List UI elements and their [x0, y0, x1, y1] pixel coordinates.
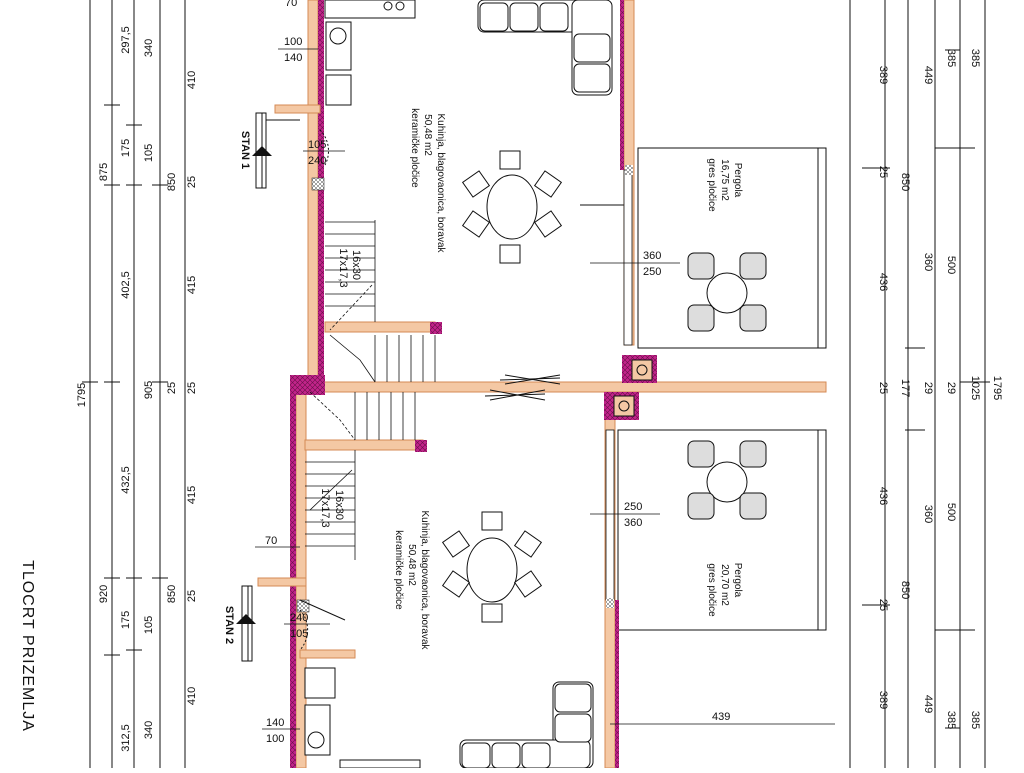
- walls: [257, 0, 827, 769]
- dim-right-a: 389: [877, 66, 889, 84]
- stan-2-room-floor: keramičke pločice: [393, 530, 404, 610]
- stan-2-room-area: 50,48 m2: [406, 544, 417, 586]
- dim-right-a: 436: [877, 273, 889, 291]
- dim-left-c3: 312,5: [120, 724, 132, 752]
- stan-1-pergola-area: 16,75 m2: [719, 159, 730, 201]
- dim-left-c5: 410: [186, 687, 198, 705]
- stan-1-door-width: 105: [308, 139, 326, 151]
- dim-right-a: 25: [877, 382, 889, 394]
- dim-left-c4: 340: [143, 721, 155, 739]
- dim-left-c3: 175: [120, 139, 132, 157]
- stan-1-balcony-width: 360: [643, 250, 661, 262]
- dim-right-b: 850: [899, 173, 911, 191]
- pergola-frames: [580, 147, 827, 631]
- dim-right-a: 436: [877, 487, 889, 505]
- dim-left-c4: 105: [143, 616, 155, 634]
- dim-left-c5: 415: [186, 276, 198, 294]
- left-dimension-lines: [82, 0, 186, 768]
- dim-left-c5: 25: [186, 176, 198, 188]
- dim-right-c: 360: [922, 505, 934, 523]
- stan-2-labels: 16x30 17x17,3 Kuhinja, blagovaonica, bor…: [223, 488, 835, 745]
- dim-left-25: 25: [166, 382, 178, 394]
- stan-1-room-area: 50,48 m2: [422, 114, 433, 156]
- stan-2-pergola-area: 20,70 m2: [719, 564, 730, 606]
- dim-right-a: 25: [877, 166, 889, 178]
- stan-1-room-floor: keramičke pločice: [409, 108, 420, 188]
- dim-right-d: 385: [945, 711, 957, 729]
- stan-2-room-name: Kuhinja, blagovaonica, boravak: [419, 511, 430, 651]
- stan-1-stair-steps: 17x17,3: [337, 248, 349, 287]
- dim-left-outer: 1795: [76, 383, 88, 407]
- entrance-arrows: [236, 146, 272, 624]
- stan-1-window-height: 140: [284, 52, 302, 64]
- stan-1-pergola-name: Pergola: [732, 163, 743, 198]
- dim-right-d: 500: [945, 256, 957, 274]
- stan-2-door-width: 240: [290, 612, 308, 624]
- dim-left-c3: 175: [120, 611, 132, 629]
- dim-right-b: 850: [899, 581, 911, 599]
- stan-2-balcony-width: 250: [624, 501, 642, 513]
- stan-2-pergola-name: Pergola: [732, 563, 743, 598]
- dim-left-c4: 905: [143, 381, 155, 399]
- dim-right-a: 25: [877, 599, 889, 611]
- dim-right-d: 385: [945, 49, 957, 67]
- dim-right-385-top: 385: [969, 49, 981, 67]
- dim-right-middle: 1025: [969, 376, 981, 400]
- staircases: [305, 220, 436, 560]
- stan-2-stair-steps: 17x17,3: [319, 488, 331, 527]
- right-dimension-lines: [849, 0, 990, 768]
- dim-left-c3: 402,5: [120, 271, 132, 299]
- dim-right-c: 360: [922, 253, 934, 271]
- dim-left-c5: 25: [186, 382, 198, 394]
- stan-1-stair-size: 16x30: [350, 250, 362, 280]
- stan-1-labels: 70 100 140 STAN 1 105 240 Kuhinja, blago…: [239, 0, 743, 288]
- drawing-title: TLOCRT PRIZEMLJA: [19, 560, 36, 732]
- stan-2-balcony-height: 360: [624, 517, 642, 529]
- left-dimension-labels: 1795 875 920 297,5 175 402,5 432,5 175 3…: [76, 26, 198, 752]
- dim-right-outer: 1795: [991, 376, 1003, 400]
- dim-right-d: 500: [945, 503, 957, 521]
- dim-left-c3: 432,5: [120, 466, 132, 494]
- stan-2-window-width: 140: [266, 717, 284, 729]
- dim-right-c: 29: [922, 382, 934, 394]
- dim-left-c5: 415: [186, 486, 198, 504]
- stan-1-dim-70: 70: [285, 0, 297, 9]
- dim-right-c: 449: [922, 66, 934, 84]
- dim-left-c5: 25: [186, 590, 198, 602]
- dim-left-c5: 850: [166, 585, 178, 603]
- dim-right-c: 449: [922, 695, 934, 713]
- stan-2-dim-439: 439: [712, 711, 730, 723]
- stan-2-stair-size: 16x30: [333, 490, 345, 520]
- stan-2-door-height: 105: [290, 628, 308, 640]
- stan-1-pergola-floor: gres pločice: [706, 158, 717, 212]
- dim-left-c3: 297,5: [120, 26, 132, 54]
- dim-left-c4: 105: [143, 144, 155, 162]
- dim-left-c5: 850: [166, 173, 178, 191]
- stan-1-window-width: 100: [284, 36, 302, 48]
- dim-right-385-bottom: 385: [969, 711, 981, 729]
- dim-left-c5: 410: [186, 71, 198, 89]
- stan-2-label: STAN 2: [223, 606, 235, 644]
- dim-left-c4: 340: [143, 39, 155, 57]
- dim-left-total-bottom: 920: [98, 585, 110, 603]
- stan-1-balcony-height: 250: [643, 266, 661, 278]
- dim-right-a: 389: [877, 691, 889, 709]
- stan-2-dim-70: 70: [265, 535, 277, 547]
- stan-1-door-height: 240: [308, 155, 326, 167]
- dim-right-b: 177: [899, 379, 911, 397]
- furniture: [304, 0, 767, 769]
- stan-2-pergola-floor: gres pločice: [706, 563, 717, 617]
- stan-2-window-height: 100: [266, 733, 284, 745]
- dim-left-total-top: 875: [98, 163, 110, 181]
- stan-1-label: STAN 1: [239, 131, 251, 169]
- stan-1-room-name: Kuhinja, blagovaonica, boravak: [435, 114, 446, 254]
- right-dimension-labels: 389 25 436 25 436 25 389 850 177 850 449…: [877, 49, 1003, 729]
- dim-right-d: 29: [945, 382, 957, 394]
